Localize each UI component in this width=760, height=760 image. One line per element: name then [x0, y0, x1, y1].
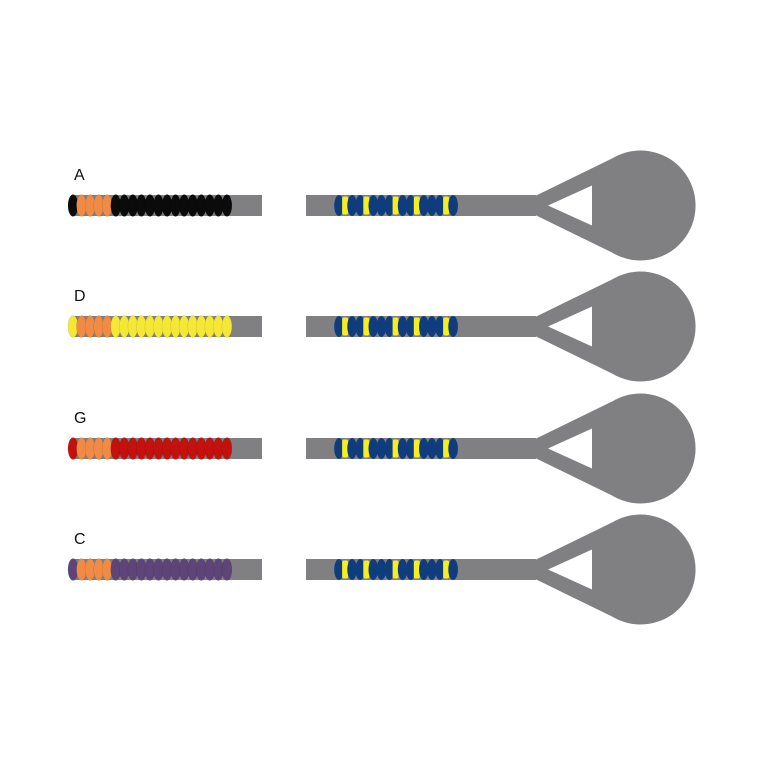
yellow-marker: [392, 317, 399, 336]
blue-spacer-bead: [397, 195, 408, 216]
blue-spacer-bead: [405, 195, 416, 216]
probe-head-outline: [528, 514, 696, 625]
row-label: G: [74, 410, 86, 427]
yellow-marker: [342, 439, 349, 458]
blue-spacer-bead: [334, 195, 344, 216]
yellow-marker: [413, 317, 420, 336]
probe-head-cutout: [548, 549, 592, 590]
blue-spacer-bead: [448, 559, 458, 580]
yellow-marker: [443, 439, 450, 458]
row-label: A: [74, 167, 85, 184]
teardrop-loop-icon: [528, 150, 696, 261]
blue-spacer-bead: [347, 559, 357, 580]
yellow-marker: [392, 560, 399, 579]
blue-spacer-bead: [435, 316, 445, 337]
blue-spacer-bead: [347, 195, 357, 216]
blue-spacer-bead: [355, 195, 366, 216]
blue-spacer-bead: [419, 316, 429, 337]
blue-spacer-bead: [376, 195, 387, 216]
blue-spacer-bead: [376, 316, 387, 337]
blue-spacer-bead: [448, 316, 458, 337]
blue-spacer-bead: [368, 559, 379, 580]
blue-spacer-bead: [355, 559, 366, 580]
probe-row-c: C: [67, 514, 696, 625]
blue-spacer-bead: [397, 559, 408, 580]
yellow-marker: [342, 560, 349, 579]
blue-spacer-bead: [384, 195, 395, 216]
yellow-marker: [363, 317, 370, 336]
yellow-bead: [221, 315, 233, 338]
teardrop-loop-icon: [528, 271, 696, 382]
probe-head-cutout: [548, 185, 592, 226]
blue-spacer-bead: [419, 438, 429, 459]
row-label: D: [74, 288, 86, 305]
yellow-marker: [392, 439, 399, 458]
blue-spacer-bead: [435, 195, 445, 216]
blue-spacer-bead: [376, 438, 387, 459]
probe-head-outline: [528, 271, 696, 382]
probe-row-d: D: [67, 271, 696, 382]
blue-spacer-bead: [405, 438, 416, 459]
blue-spacer-bead: [334, 316, 344, 337]
blue-spacer-bead: [368, 438, 379, 459]
red-bead: [221, 437, 233, 460]
blue-spacer-bead: [419, 559, 429, 580]
yellow-marker: [363, 439, 370, 458]
blue-spacer-bead: [355, 438, 366, 459]
purple-bead: [221, 558, 233, 581]
blue-spacer-bead: [427, 438, 437, 459]
blue-spacer-bead: [397, 438, 408, 459]
blue-spacer-bead: [448, 438, 458, 459]
blue-spacer-bead: [368, 195, 379, 216]
blue-spacer-bead: [427, 559, 437, 580]
black-bead: [221, 194, 233, 217]
probe-head-outline: [528, 393, 696, 504]
blue-spacer-bead: [419, 195, 429, 216]
blue-spacer-bead: [384, 316, 395, 337]
probe-head-outline: [528, 150, 696, 261]
yellow-marker: [342, 196, 349, 215]
yellow-marker: [342, 317, 349, 336]
probe-row-g: G: [67, 393, 696, 504]
blue-spacer-bead: [427, 316, 437, 337]
yellow-marker: [363, 560, 370, 579]
yellow-marker: [363, 196, 370, 215]
yellow-marker: [392, 196, 399, 215]
blue-spacer-bead: [334, 559, 344, 580]
yellow-marker: [443, 560, 450, 579]
probe-head-cutout: [548, 428, 592, 469]
blue-spacer-bead: [427, 195, 437, 216]
blue-spacer-bead: [405, 316, 416, 337]
blue-spacer-bead: [334, 438, 344, 459]
blue-spacer-bead: [347, 316, 357, 337]
blue-spacer-bead: [368, 316, 379, 337]
probe-head-cutout: [548, 306, 592, 347]
blue-spacer-bead: [448, 195, 458, 216]
blue-spacer-bead: [355, 316, 366, 337]
blue-spacer-bead: [384, 559, 395, 580]
blue-spacer-bead: [376, 559, 387, 580]
blue-spacer-bead: [435, 559, 445, 580]
blue-spacer-bead: [405, 559, 416, 580]
yellow-marker: [443, 196, 450, 215]
yellow-marker: [413, 560, 420, 579]
yellow-marker: [413, 196, 420, 215]
blue-spacer-bead: [397, 316, 408, 337]
teardrop-loop-icon: [528, 393, 696, 504]
blue-spacer-bead: [384, 438, 395, 459]
yellow-marker: [413, 439, 420, 458]
blue-spacer-bead: [347, 438, 357, 459]
row-label: C: [74, 531, 86, 548]
yellow-marker: [443, 317, 450, 336]
probe-row-a: A: [67, 150, 696, 261]
teardrop-loop-icon: [528, 514, 696, 625]
blue-spacer-bead: [435, 438, 445, 459]
